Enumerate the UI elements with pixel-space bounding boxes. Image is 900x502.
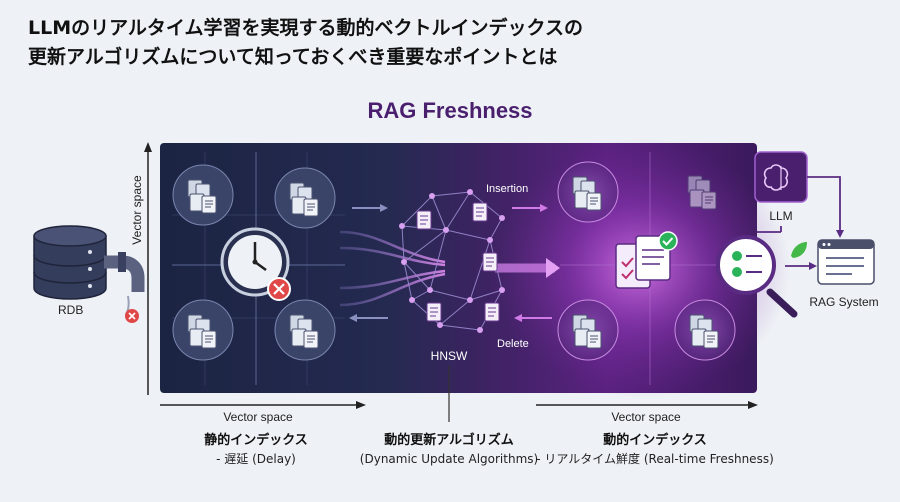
database-icon xyxy=(33,225,107,300)
vector-space-bottom-left-label: Vector space xyxy=(223,410,293,424)
rag-system-label: RAG System xyxy=(809,295,878,309)
static-cluster-bottom-right xyxy=(274,299,336,361)
bottom-axis-right xyxy=(536,401,758,409)
fresh-documents-icon xyxy=(615,235,671,289)
bottom-axis-left xyxy=(160,401,366,409)
clock-icon xyxy=(220,227,290,297)
magnifier-search-icon xyxy=(716,235,798,318)
vector-space-vertical-label: Vector space xyxy=(130,175,144,245)
dynamic-index-title: 動的インデックス xyxy=(603,432,707,448)
static-index-sub: - 遅延 (Delay) xyxy=(216,452,296,466)
dynamic-cluster-bottom-left xyxy=(557,299,619,361)
vector-space-axis-vertical xyxy=(144,142,152,395)
page-title: LLMのリアルタイム学習を実現する動的ベクトルインデックスの 更新アルゴリズムに… xyxy=(28,14,788,72)
diagram-title: RAG Freshness xyxy=(367,98,533,123)
update-algorithm-title: 動的更新アルゴリズム xyxy=(384,432,514,448)
flow-lines xyxy=(339,230,555,307)
llm-to-rag-arrow xyxy=(807,176,844,238)
check-icon xyxy=(658,231,678,251)
delete-label: Delete xyxy=(497,338,529,350)
update-algorithm-sub: (Dynamic Update Algorithms) xyxy=(360,452,538,466)
hnsw-label: HNSW xyxy=(431,349,468,363)
error-x-icon xyxy=(267,277,291,301)
rdb-label: RDB xyxy=(58,303,83,317)
delete-arrow xyxy=(349,314,552,322)
static-cluster-bottom-left xyxy=(172,299,234,361)
llm-label: LLM xyxy=(769,209,792,223)
llm-brain-icon xyxy=(754,151,808,203)
vector-space-bottom-right-label: Vector space xyxy=(611,410,681,424)
rag-system-window-icon xyxy=(817,239,875,285)
dynamic-cluster-top-left xyxy=(557,161,619,223)
llm-to-panel-line xyxy=(757,226,782,233)
insertion-arrow xyxy=(352,204,548,212)
hnsw-graph-nodes xyxy=(399,189,505,333)
title-line-1: LLMのリアルタイム学習を実現する動的ベクトルインデックスの xyxy=(28,17,583,39)
flow-arrow-head xyxy=(546,258,560,278)
leaf-icon xyxy=(785,242,817,270)
dynamic-cluster-bottom-right xyxy=(674,299,736,361)
dynamic-index-sub: - リアルタイム鮮度 (Real-time Freshness) xyxy=(536,451,774,466)
hnsw-graph-edges xyxy=(401,191,503,331)
insertion-label: Insertion xyxy=(486,183,528,195)
pipe-icon xyxy=(104,252,145,315)
title-line-2: 更新アルゴリズムについて知っておくべき重要なポイントとは xyxy=(28,46,558,68)
static-index-title: 静的インデックス xyxy=(204,432,308,448)
static-cluster-top-left xyxy=(172,164,234,226)
static-cluster-top-right xyxy=(274,167,336,229)
rdb-error-icon xyxy=(125,309,139,323)
